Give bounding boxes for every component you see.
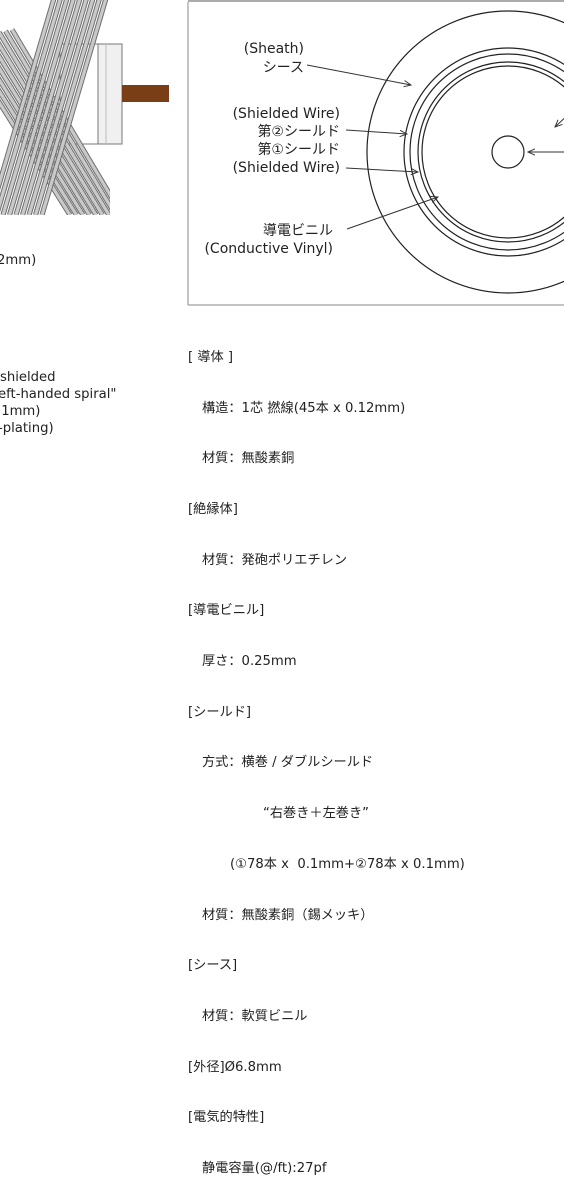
- spec-line: 材質：無酸素銅: [202, 451, 295, 467]
- shield-wire-fill: [0, 0, 62, 209]
- shield-wire-fill: [33, 0, 101, 215]
- shield1-label-jp: 第①シールド: [257, 141, 340, 158]
- sheath-label-jp: シース: [263, 60, 304, 76]
- spec-line: [シース]: [188, 958, 238, 974]
- left-fragment-line-4: -plating): [0, 421, 54, 436]
- left-fragment-line-2: eft-handed spiral": [0, 387, 117, 402]
- conductive-label-jp: 導電ビニル: [263, 223, 333, 239]
- spec-line: [電気的特性]: [188, 1110, 265, 1126]
- shield-wire-fill: [20, 0, 88, 215]
- shield2-label-jp: 第②シールド: [257, 123, 340, 140]
- spec-line: 材質：発砲ポリエチレン: [202, 552, 348, 568]
- spec-list: [ 導体 ] 構造：1芯 撚線(45本 x 0.12mm) 材質：無酸素銅 [絶…: [188, 316, 558, 1195]
- shield-wire-fill: [0, 0, 56, 187]
- spec-line: 構造：1芯 撚線(45本 x 0.12mm): [202, 400, 406, 416]
- sheath-leader: [306, 64, 411, 85]
- shield-ring-outer: [403, 47, 564, 257]
- spec-line: 方式：横巻 / ダブルシールド: [202, 755, 374, 771]
- conductive-vinyl-ring: [417, 61, 564, 243]
- spec-line: “右巻き＋左巻き”: [263, 806, 369, 822]
- spec-line: 静電容量(@/ft):27pf: [202, 1161, 327, 1177]
- spec-line: [外径]Ø6.8mm: [188, 1059, 282, 1075]
- spec-line: [ 導体 ]: [188, 349, 234, 365]
- cable-illustration: [0, 0, 169, 215]
- shield-wire-fill: [27, 0, 95, 215]
- shield-wire-fill: [7, 0, 75, 215]
- spec-line: [シールド]: [188, 704, 252, 720]
- shield-ring-inner: [409, 53, 564, 251]
- insulator-ring: [421, 65, 564, 239]
- spec-line: 材質：無酸素銅（錫メッキ）: [202, 907, 374, 923]
- spec-line: [絶縁体]: [188, 501, 238, 517]
- left-fragment-line-1: shielded: [0, 370, 56, 385]
- shield2-leader: [345, 129, 407, 134]
- conductive-leader: [346, 197, 438, 230]
- spec-line: [導電ビニル]: [188, 603, 265, 619]
- shield-wires: [0, 0, 110, 215]
- conductor-core: [122, 85, 169, 102]
- cross-section-panel: (Sheath) シース (Shielded Wire) 第②シールド 第①シー…: [187, 0, 564, 306]
- shield-wire-fill: [1, 0, 69, 215]
- spec-line: 厚さ：0.25mm: [202, 654, 297, 670]
- insulator-collar: [97, 43, 123, 145]
- sheath-label-en: (Sheath): [244, 41, 304, 57]
- left-fragment-line-3: .1mm): [0, 404, 41, 419]
- shield-label-en-2: (Shielded Wire): [233, 160, 340, 176]
- shield-label-en-1: (Shielded Wire): [233, 106, 340, 122]
- shield-wire-fill: [14, 0, 82, 215]
- shield1-leader: [345, 167, 418, 172]
- shield-wire-fill: [40, 0, 108, 215]
- spec-line: 材質：軟質ビニル: [202, 1008, 308, 1024]
- cable-diagram: 2mm) (Sheath) シース (Shielded Wire) 第②シールド…: [0, 0, 564, 306]
- spec-line: (①78本 x 0.1mm+②78本 x 0.1mm): [230, 856, 465, 872]
- sheath-ring: [366, 10, 564, 294]
- conductor-size-fragment: 2mm): [0, 253, 36, 268]
- insulator-leader: [555, 117, 564, 127]
- conductive-label-en: (Conductive Vinyl): [204, 241, 333, 257]
- conductor-circle: [491, 135, 525, 169]
